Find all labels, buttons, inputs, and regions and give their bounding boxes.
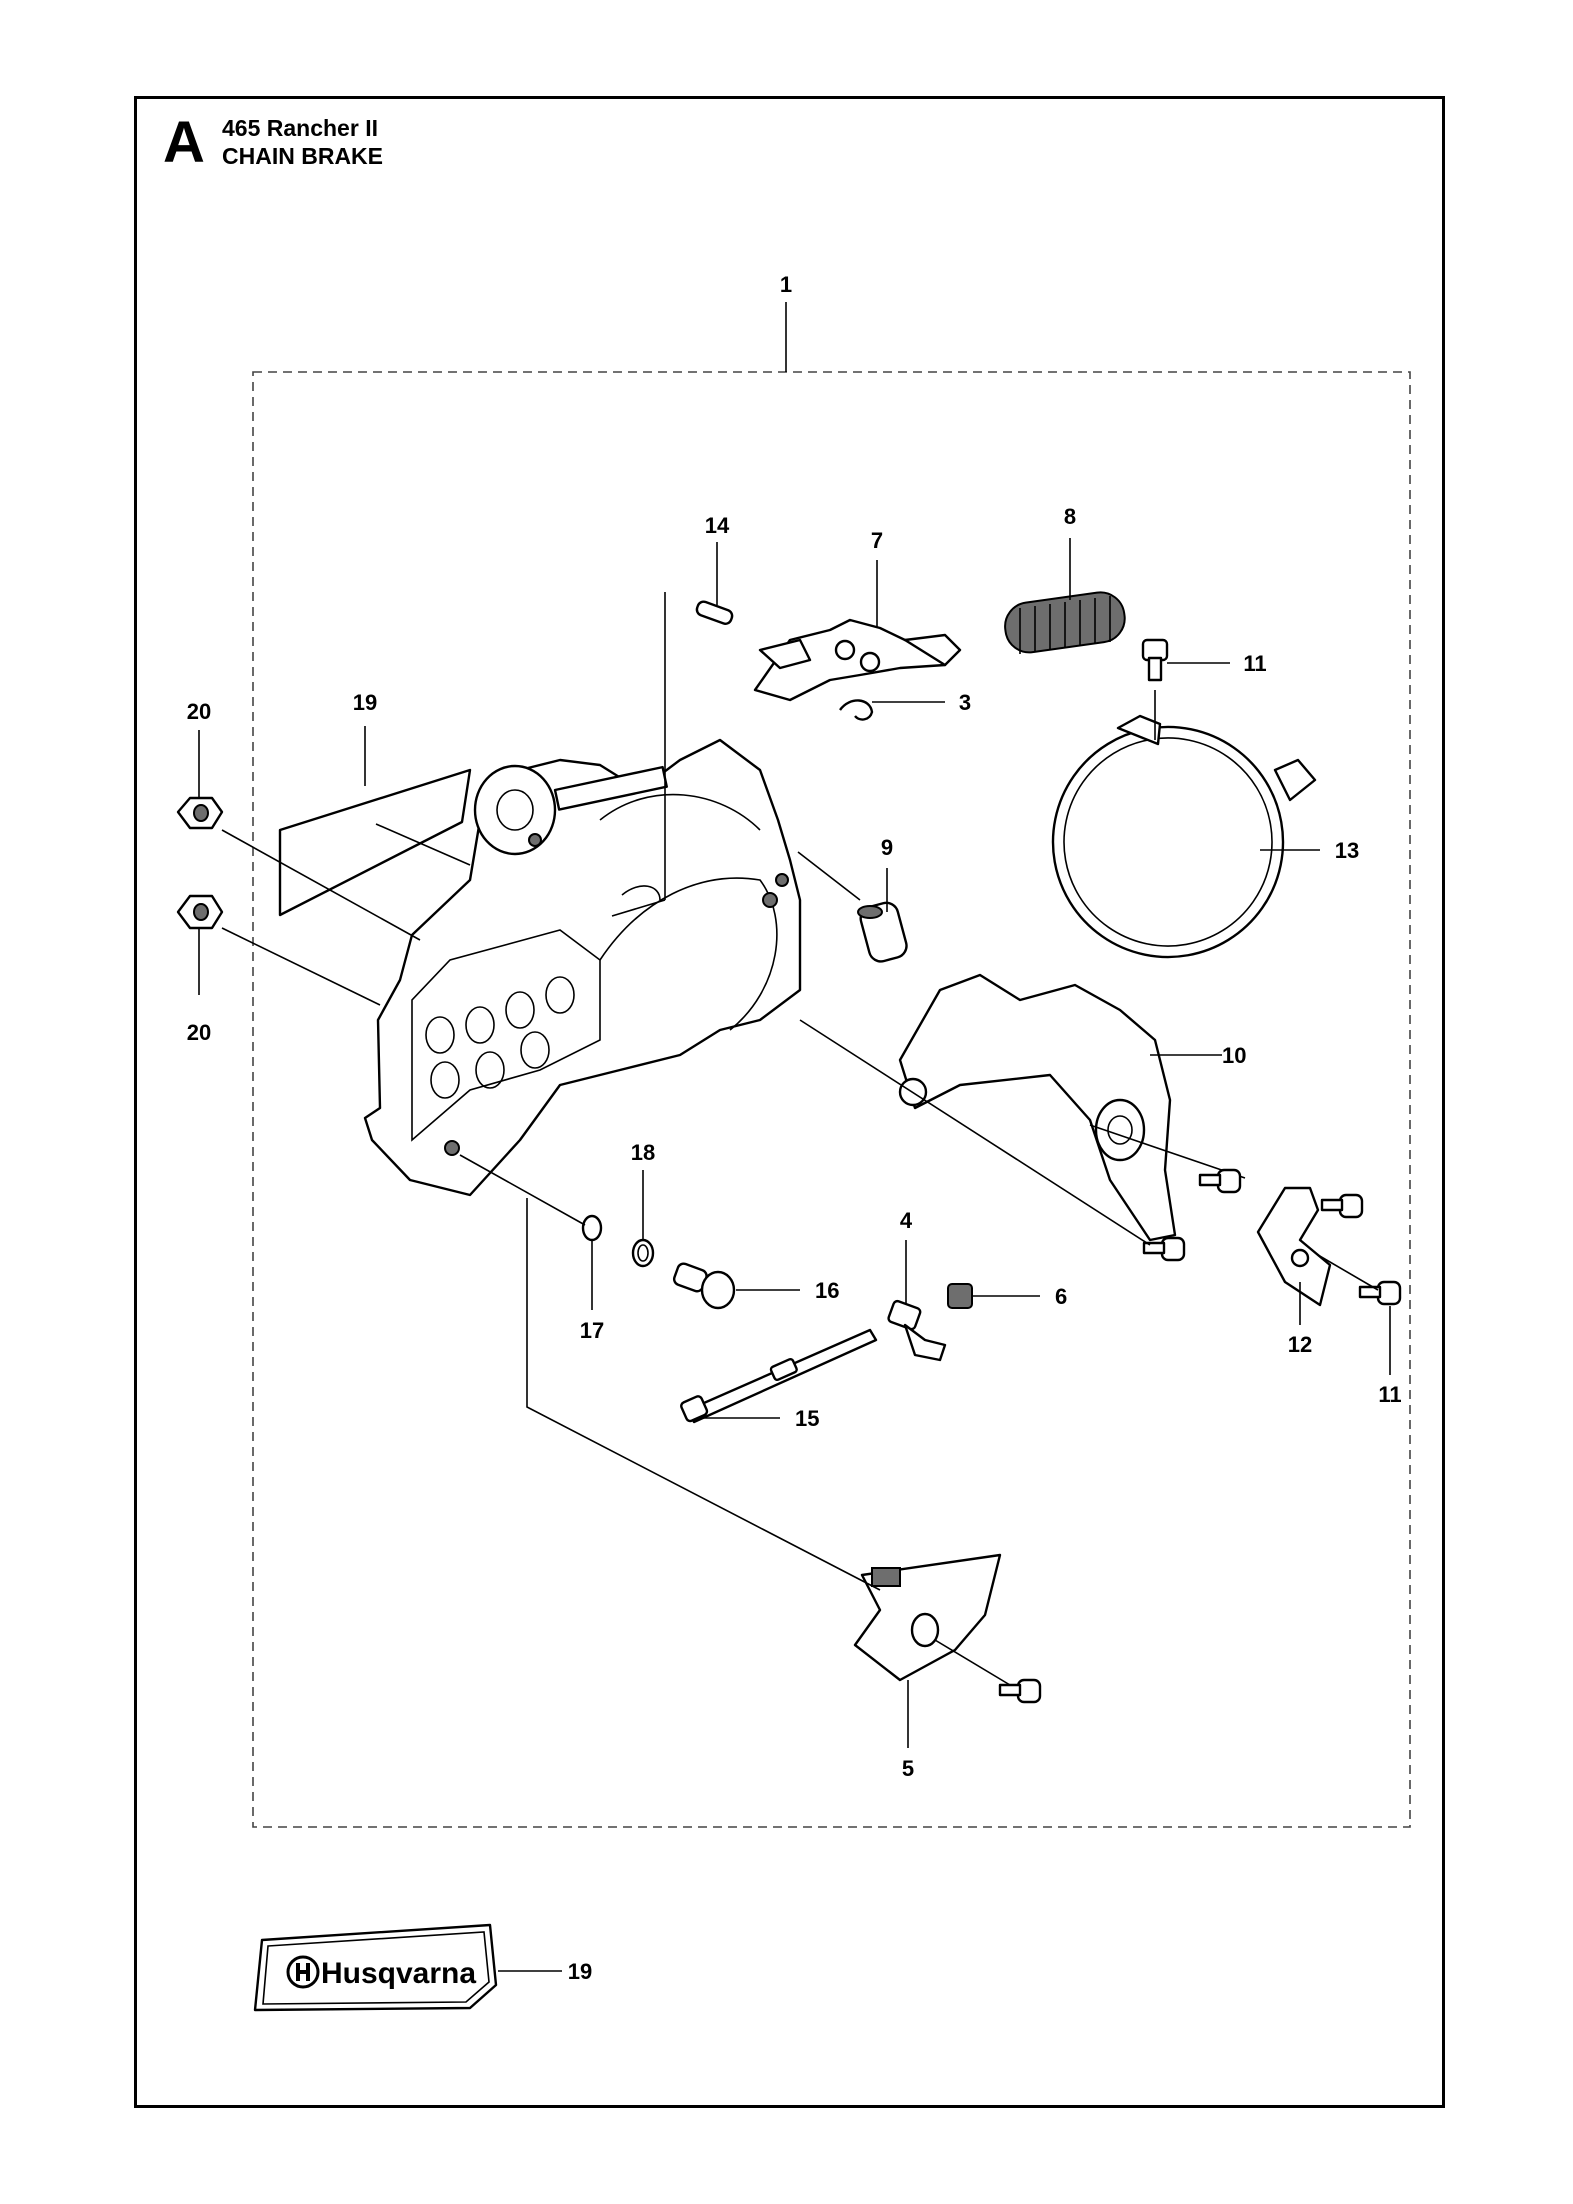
section-letter: A	[163, 110, 205, 175]
leader-14-axis-b	[611, 899, 666, 917]
callout-10: 10	[1222, 1043, 1246, 1068]
oring-18	[631, 1238, 655, 1268]
callout-20-upper: 20	[187, 699, 211, 724]
callout-18: 18	[631, 1140, 655, 1165]
callout-20-lower: 20	[187, 1020, 211, 1045]
bracket-5	[853, 1553, 1002, 1682]
nut-20-upper	[176, 796, 224, 830]
pin-14	[695, 600, 734, 625]
screw-guard-3	[1142, 1236, 1186, 1262]
screw-11-lower	[1358, 1280, 1402, 1306]
leader-17-axis	[459, 1154, 586, 1226]
assembly-boundary	[252, 371, 1411, 1828]
clip-3	[839, 699, 874, 721]
chain-brake-housing	[363, 738, 802, 1197]
leader-11b-axis	[1317, 1254, 1379, 1291]
callout-3: 3	[959, 690, 971, 715]
callout-17: 17	[580, 1318, 604, 1343]
callout-16: 16	[815, 1278, 839, 1303]
leader-20a-axis	[221, 829, 421, 941]
husqvarna-crown-icon	[286, 1955, 320, 1989]
callout-19-lower: 19	[568, 1959, 592, 1984]
decal-part-19	[278, 768, 472, 917]
leader-10-axis	[1089, 1124, 1246, 1179]
callout-4: 4	[900, 1208, 913, 1233]
callout-13: 13	[1335, 838, 1359, 863]
husqvarna-decal-19: Husqvarna	[253, 1923, 498, 2012]
nut-20-lower	[176, 894, 224, 930]
spring-8	[1004, 591, 1126, 654]
callout-6: 6	[1055, 1284, 1067, 1309]
callout-15: 15	[795, 1406, 819, 1431]
bushing-16	[672, 1262, 736, 1310]
leader-5-axis	[934, 1639, 1011, 1686]
block-6	[947, 1283, 973, 1309]
assembly-title: CHAIN BRAKE	[222, 143, 383, 169]
screw-guard-1	[1198, 1168, 1242, 1194]
washer-17	[581, 1214, 603, 1242]
guard-10	[898, 973, 1177, 1242]
callout-5: 5	[902, 1756, 914, 1781]
leader-screw-axis	[799, 1019, 1151, 1246]
leader-20b-axis	[221, 927, 381, 1006]
callout-14: 14	[705, 513, 730, 538]
brake-band-13	[1051, 714, 1317, 959]
model-name: 465 Rancher II	[222, 115, 378, 141]
screw-guard-2	[1320, 1193, 1364, 1219]
leader-9-axis	[797, 851, 861, 901]
callout-11-upper: 11	[1243, 651, 1266, 676]
callout-11-lower: 11	[1378, 1382, 1401, 1407]
leader-19a-b	[375, 823, 471, 866]
lever-7	[753, 618, 962, 702]
leader-5-route	[526, 1198, 881, 1591]
screw-11-upper	[1141, 638, 1169, 682]
decal-brand-text: Husqvarna	[321, 1957, 476, 1990]
callout-19-upper: 19	[353, 690, 377, 715]
knob-12	[1256, 1186, 1332, 1307]
callout-7: 7	[871, 528, 883, 553]
callout-9: 9	[881, 835, 893, 860]
sleeve-9	[857, 901, 908, 963]
callout-8: 8	[1064, 504, 1076, 529]
rod-15	[680, 1328, 878, 1424]
callout-12: 12	[1288, 1332, 1312, 1357]
callout-1: 1	[780, 272, 792, 297]
pin-4	[887, 1299, 947, 1362]
page-frame	[134, 96, 1445, 2108]
screw-5	[998, 1678, 1042, 1704]
